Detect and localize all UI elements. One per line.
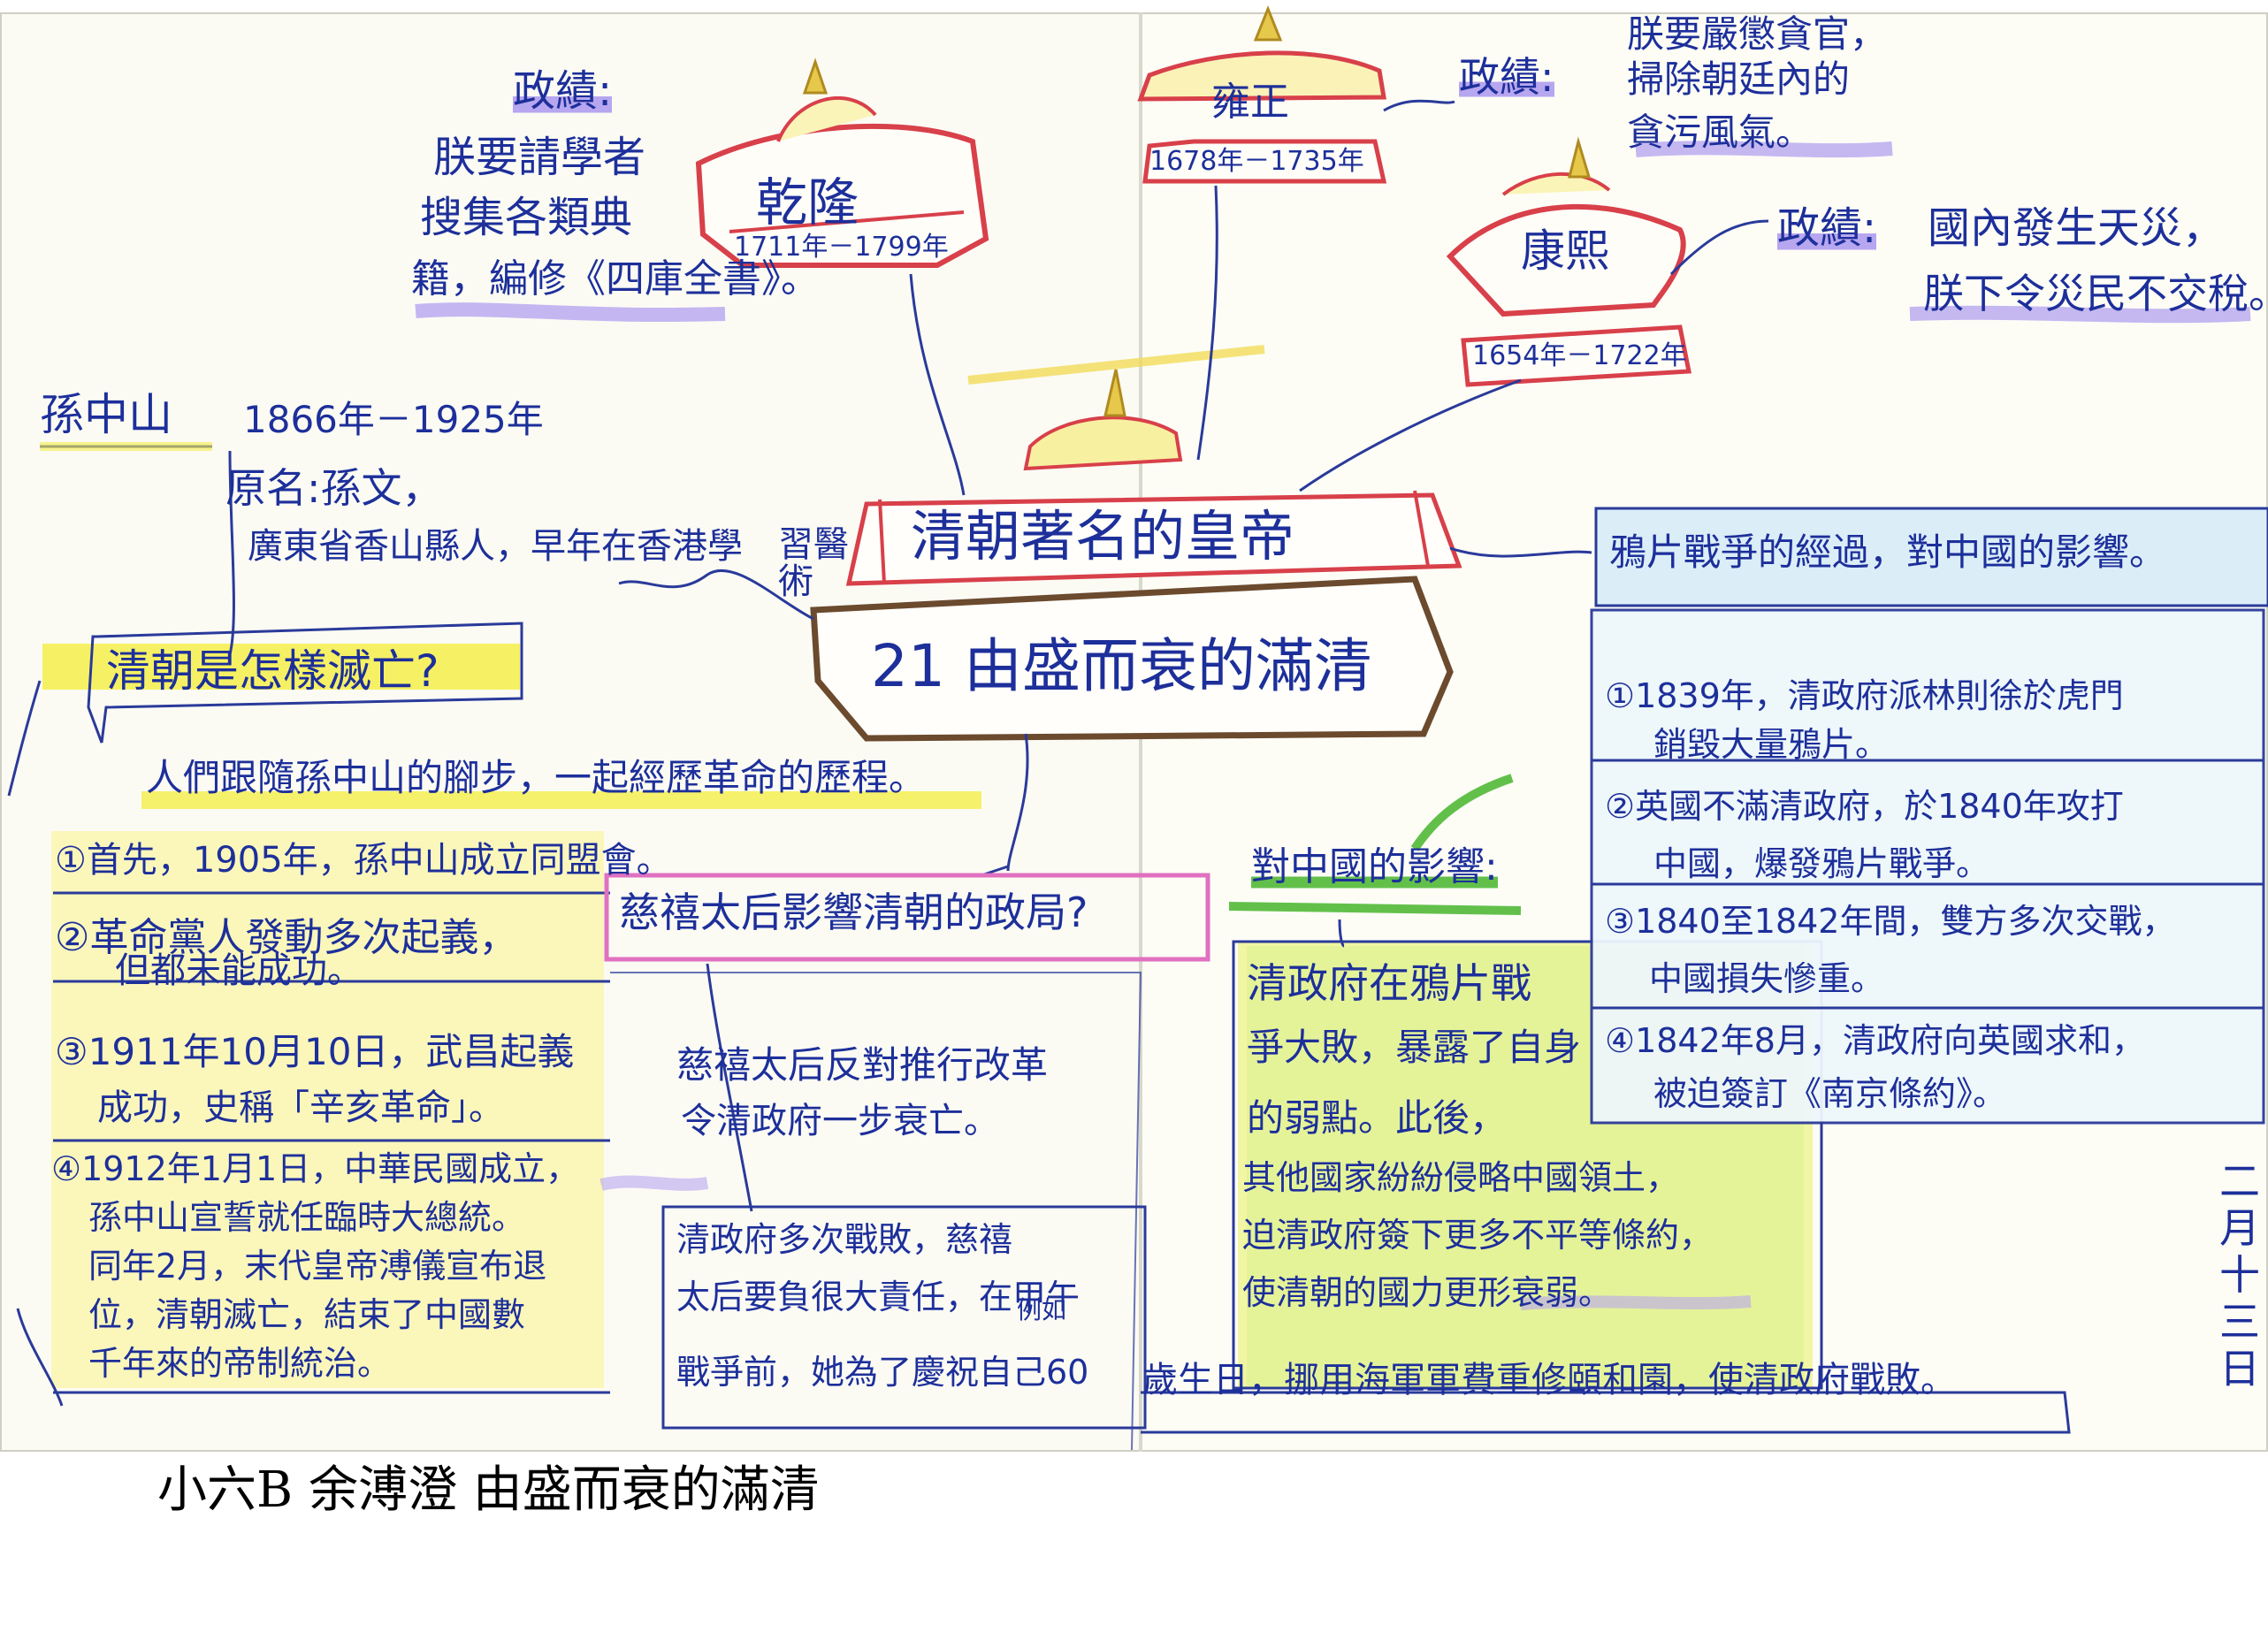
fall-item-4-line-5: 千年來的帝制統治。	[88, 1344, 392, 1383]
sun-origname: 原名:孫文，	[225, 464, 443, 512]
caption: 小六B 余溥澄 由盛而衰的滿清	[157, 1461, 820, 1519]
cixi-detail-line-3: 戰爭前，她為了慶祝自己60	[676, 1353, 1089, 1392]
qianlong-label: 政績:	[513, 66, 613, 117]
yongzheng-line-2: 掃除朝廷內的	[1627, 57, 1851, 101]
fall-item-4-line-3: 同年2月，末代皇帝溥儀宣布退	[88, 1247, 547, 1286]
impact-line-6: 使清朝的國力更形衰弱。	[1242, 1273, 1613, 1312]
sun-years: 1866年－1925年	[243, 398, 544, 441]
opium-title-frame	[1594, 507, 2268, 607]
opium-item-3-line-1: ③1840至1842年間，雙方多次交戰，	[1605, 902, 2176, 941]
center-roof	[845, 492, 1462, 586]
qianlong-roof	[695, 123, 989, 268]
qianlong-name: 乾隆	[756, 172, 859, 233]
cixi-tail: 歲生日，挪用海軍軍費重修頤和園，使清政府戰敗。	[1142, 1360, 1956, 1400]
opium-item-4-line-1: ④1842年8月，清政府向英國求和，	[1605, 1021, 2145, 1060]
center-frame	[810, 576, 1454, 742]
kangxi-line-1: 國內發生天災，	[1928, 203, 2226, 253]
qianlong-line-1: 朕要請學者	[433, 133, 646, 182]
fall-item-3-line-1: ③1911年10月10日，武昌起義	[55, 1030, 575, 1073]
impact-frame	[1232, 940, 1823, 1390]
cixi-sub-line-2: 令清政府一步衰亡。	[681, 1101, 999, 1141]
opium-items-frame	[1590, 608, 2265, 1125]
fall-item-4-line-2: 孫中山宣誓就任臨時大總統。	[88, 1198, 526, 1237]
impact-line-2: 爭大敗，暴露了自身	[1247, 1026, 1582, 1069]
opium-item-2-line-1: ②英國不滿清政府，於1840年攻打	[1605, 787, 2124, 826]
fall-item-4-line-4: 位，清朝滅亡，結束了中國數	[88, 1295, 526, 1334]
fall-item-3-line-2: 成功，史稱「辛亥革命」。	[97, 1087, 504, 1128]
yongzheng-label: 政績:	[1459, 53, 1554, 102]
impact-line-4: 其他國家紛紛侵略中國領土，	[1242, 1158, 1680, 1197]
yongzheng-line-3: 貪污風氣。	[1627, 111, 1814, 154]
yongzheng-roof	[1137, 50, 1386, 102]
impact-title: 對中國的影響:	[1251, 844, 1498, 890]
opium-item-2-line-2: 中國，爆發鴉片戰爭。	[1653, 844, 1990, 883]
fall-title-wash	[42, 644, 520, 690]
sun-study: 習醫術	[778, 524, 849, 602]
opium-item-1-line-2: 銷毀大量鴉片。	[1653, 725, 1890, 764]
impact-line-5: 迫清政府簽下更多不平等條約，	[1242, 1216, 1714, 1255]
cixi-title-frame	[604, 873, 1210, 962]
kangxi-line-2: 朕下令災民不交稅。	[1923, 270, 2268, 317]
qianlong-line-3: 籍，編修《四庫全書》。	[411, 256, 820, 301]
date-vertical: 二月十三日	[2219, 1157, 2260, 1392]
cixi-note: 例如	[1017, 1295, 1067, 1324]
qianlong-line-2: 搜集各類典	[420, 193, 633, 242]
opium-title: 鴉片戰爭的經過，對中國的影響。	[1609, 530, 2167, 574]
fall-item-2-line-2: 但都未能成功。	[115, 950, 363, 991]
opium-item-3-line-2: 中國損失慘重。	[1649, 959, 1885, 998]
cixi-sub-line-1: 慈禧太后反對推行改革	[676, 1043, 1049, 1087]
fall-item-2-line-1: ②革命黨人發動多次起義，	[55, 915, 518, 960]
kangxi-name: 康熙	[1521, 225, 1609, 277]
kangxi-roof	[1446, 203, 1686, 317]
impact-line-1: 清政府在鴉片戰	[1247, 959, 1531, 1007]
kangxi-label: 政績:	[1777, 203, 1877, 254]
opium-item-1-line-1: ①1839年，清政府派林則徐於虎門	[1605, 676, 2124, 715]
impact-line-3: 的弱點。此後，	[1247, 1096, 1508, 1140]
yongzheng-name: 雍正	[1211, 80, 1289, 125]
yongzheng-years: 1678年－1735年	[1149, 146, 1364, 177]
fall-items-wash	[51, 831, 604, 1388]
center-subtitle: 21 由盛而衰的滿清	[871, 632, 1372, 700]
cixi-title: 慈禧太后影響清朝的政局?	[619, 889, 1088, 936]
fall-intro: 人們跟隨孫中山的腳步，一起經歷革命的歷程。	[146, 756, 927, 799]
yongzheng-line-1: 朕要嚴懲貪官，	[1627, 12, 1888, 56]
kangxi-years: 1654年－1722年	[1472, 340, 1687, 371]
fall-title: 清朝是怎樣滅亡?	[106, 645, 439, 697]
cixi-detail-line-2: 太后要負很大責任，在甲午	[676, 1278, 1081, 1316]
cixi-detail-line-1: 清政府多次戰敗，慈禧	[676, 1220, 1013, 1259]
fall-item-1: ①首先，1905年，孫中山成立同盟會。	[55, 840, 672, 881]
qianlong-years: 1711年－1799年	[734, 232, 949, 263]
sun-name: 孫中山	[40, 389, 172, 440]
opium-item-4-line-2: 被迫簽訂《南京條約》。	[1653, 1074, 2007, 1113]
fall-item-4-line-1: ④1912年1月1日，中華民國成立，	[51, 1149, 580, 1188]
center-title: 清朝著名的皇帝	[911, 504, 1295, 568]
sun-origin: 廣東省香山縣人，早年在香港學	[248, 526, 743, 567]
